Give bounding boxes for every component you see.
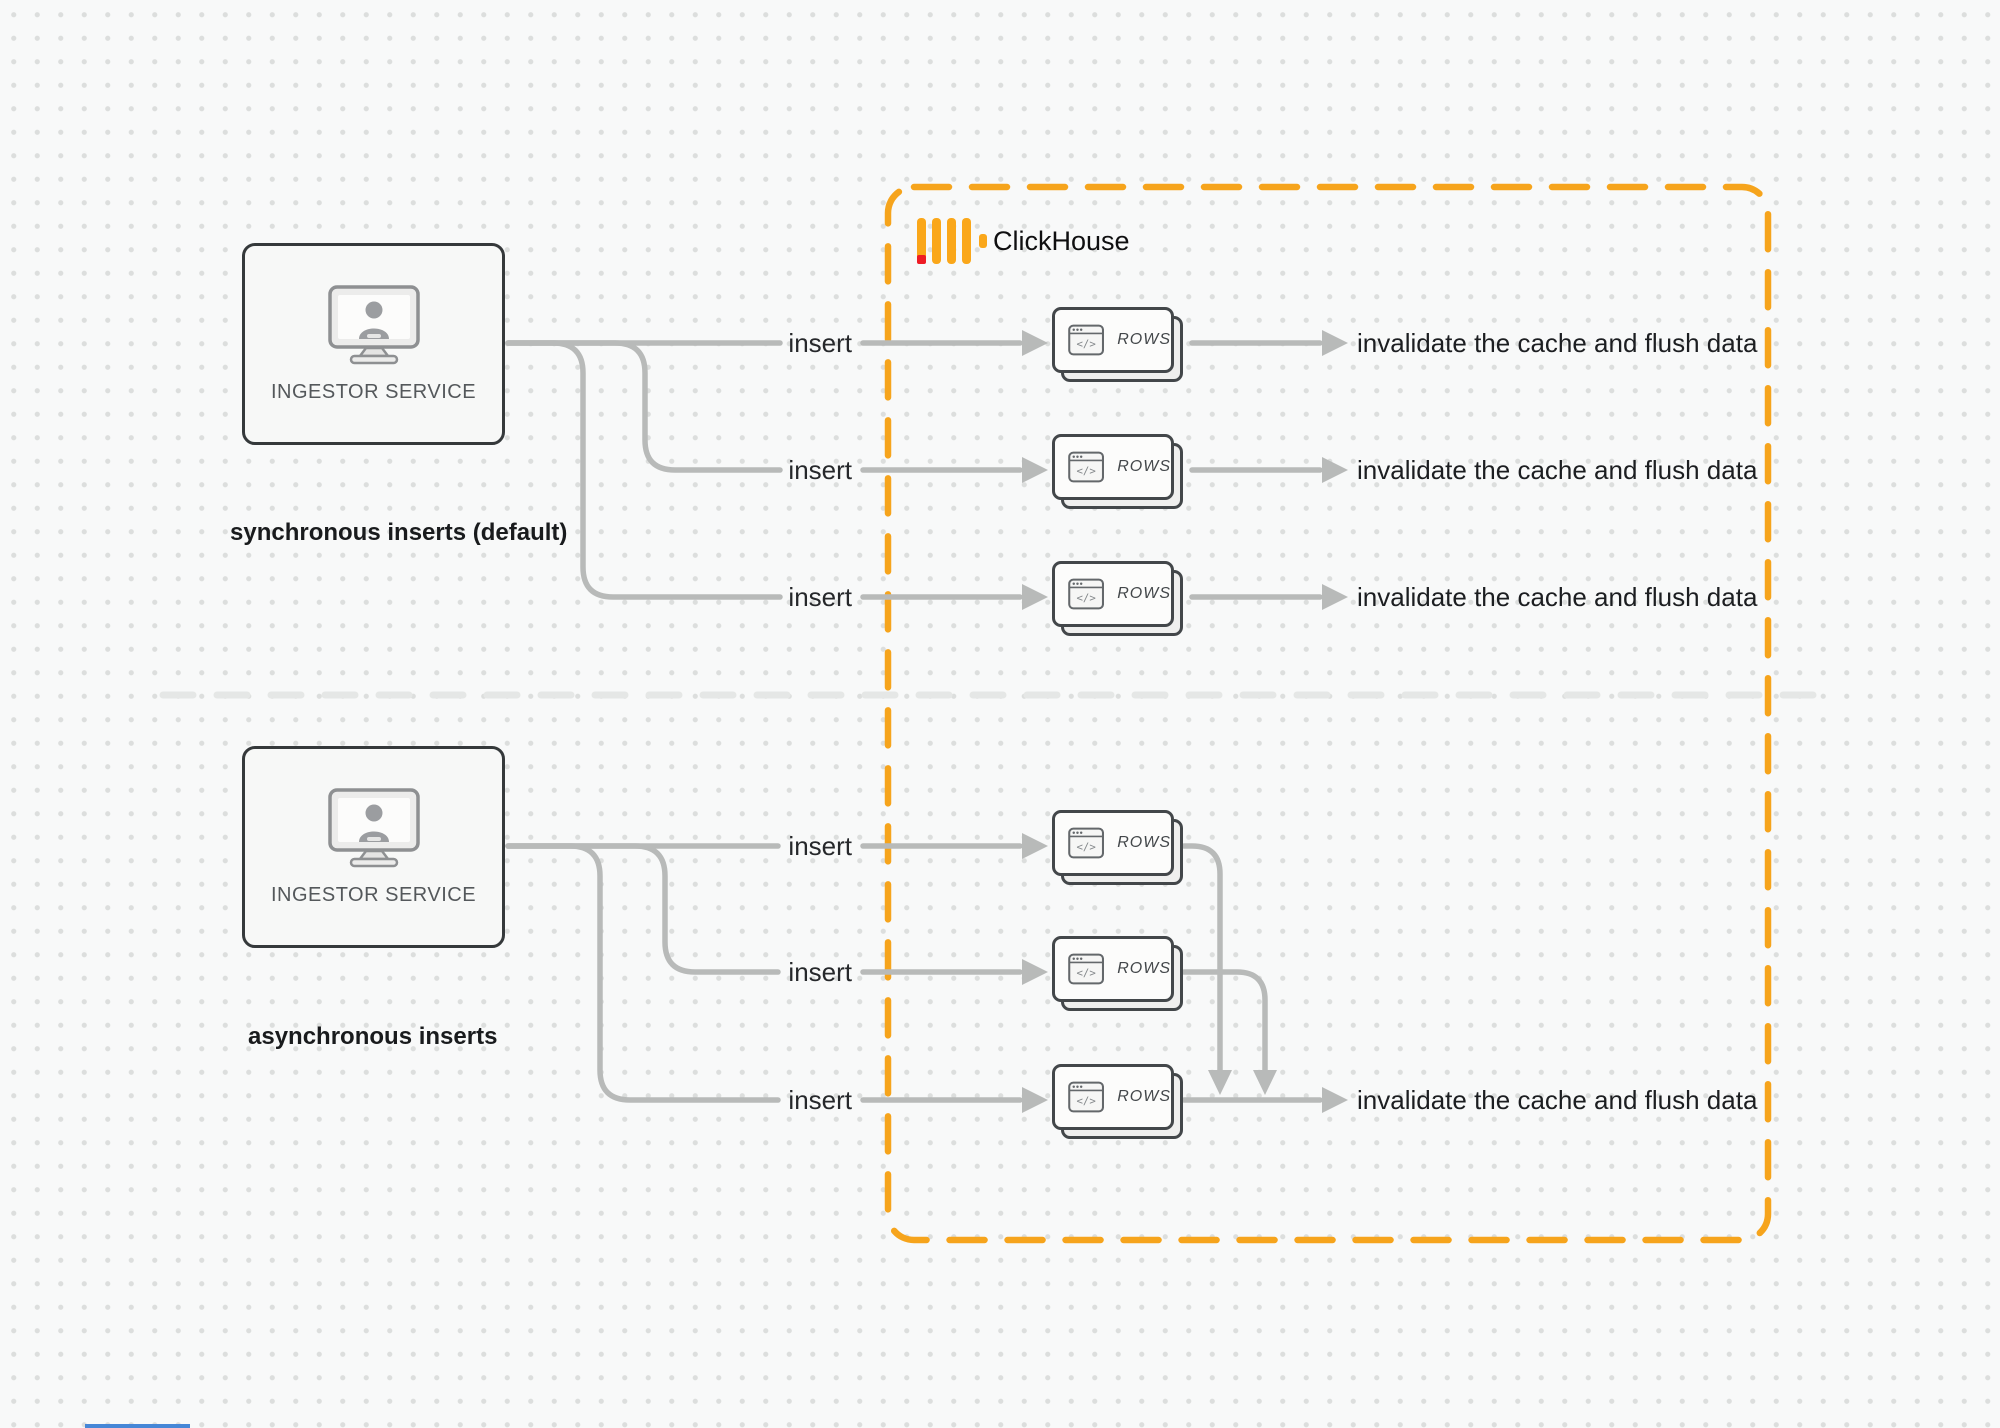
code-window-icon: </> [1068, 451, 1105, 483]
rows-card-front: </> ROWS [1052, 1064, 1174, 1130]
rows-card-label: ROWS [1117, 834, 1171, 851]
svg-text:</>: </> [1076, 966, 1095, 979]
insert-label: insert [788, 957, 852, 987]
rows-card-label: ROWS [1117, 331, 1171, 348]
rows-card: </> ROWS [1052, 561, 1183, 636]
monitor-user-icon [327, 787, 420, 867]
rows-card-front: </> ROWS [1052, 810, 1174, 876]
async-insert-arrows [860, 833, 1048, 1113]
clickhouse-brand-label: ClickHouse [993, 226, 1130, 256]
code-window-icon: </> [1068, 953, 1105, 985]
rows-card-front: </> ROWS [1052, 307, 1174, 373]
ingestor-service-label: INGESTOR SERVICE [270, 380, 477, 403]
rows-card-front: </> ROWS [1052, 434, 1174, 500]
flush-result-label: invalidate the cache and flush data [1357, 582, 1758, 612]
bottom-edge-artifact [85, 1424, 190, 1428]
rows-card: </> ROWS [1052, 936, 1183, 1011]
rows-card: </> ROWS [1052, 307, 1183, 382]
insert-label: insert [788, 831, 852, 861]
flush-result-label: invalidate the cache and flush data [1357, 455, 1758, 485]
insert-label: insert [788, 455, 852, 485]
clickhouse-logo-bar-icon [962, 218, 971, 264]
svg-text:</>: </> [1076, 464, 1095, 477]
code-window-icon: </> [1068, 827, 1105, 859]
flush-result-label: invalidate the cache and flush data [1357, 328, 1758, 358]
sync-result-arrows [1189, 330, 1348, 610]
clickhouse-logo-bar-icon [932, 218, 941, 264]
async-section-caption: asynchronous inserts [248, 1023, 498, 1050]
svg-text:</>: </> [1076, 591, 1095, 604]
svg-text:</>: </> [1076, 840, 1095, 853]
clickhouse-logo-bar-icon [947, 218, 956, 264]
rows-card-label: ROWS [1117, 1088, 1171, 1105]
insert-label: insert [788, 1085, 852, 1115]
insert-label: insert [788, 582, 852, 612]
clickhouse-logo-bar-icon [917, 218, 926, 264]
rows-card-front: </> ROWS [1052, 936, 1174, 1002]
rows-card-label: ROWS [1117, 960, 1171, 977]
sync-section-caption: synchronous inserts (default) [230, 519, 568, 546]
monitor-user-icon [327, 284, 420, 364]
insert-label: insert [788, 328, 852, 358]
ingestor-service-box-sync: INGESTOR SERVICE [242, 243, 505, 445]
code-window-icon: </> [1068, 578, 1105, 610]
async-merge-arrows [1181, 843, 1348, 1113]
rows-card: </> ROWS [1052, 434, 1183, 509]
rows-card-label: ROWS [1117, 585, 1171, 602]
flush-result-label: invalidate the cache and flush data [1357, 1085, 1758, 1115]
ingestor-service-box-async: INGESTOR SERVICE [242, 746, 505, 948]
clickhouse-logo: ClickHouse [917, 218, 1197, 264]
ingestor-service-label: INGESTOR SERVICE [270, 883, 477, 906]
clickhouse-logo-red-segment-icon [917, 255, 926, 264]
code-window-icon: </> [1068, 1081, 1105, 1113]
async-branch-lines [505, 843, 781, 1103]
svg-text:</>: </> [1076, 1094, 1095, 1107]
sync-branch-lines [505, 340, 783, 600]
clickhouse-dashed-boundary [884, 183, 1772, 1244]
clickhouse-logo-small-bar-icon [979, 234, 987, 248]
rows-card: </> ROWS [1052, 810, 1183, 885]
code-window-icon: </> [1068, 324, 1105, 356]
rows-card-front: </> ROWS [1052, 561, 1174, 627]
sync-insert-arrows [860, 330, 1048, 610]
rows-card-label: ROWS [1117, 458, 1171, 475]
svg-text:</>: </> [1076, 337, 1095, 350]
rows-card: </> ROWS [1052, 1064, 1183, 1139]
